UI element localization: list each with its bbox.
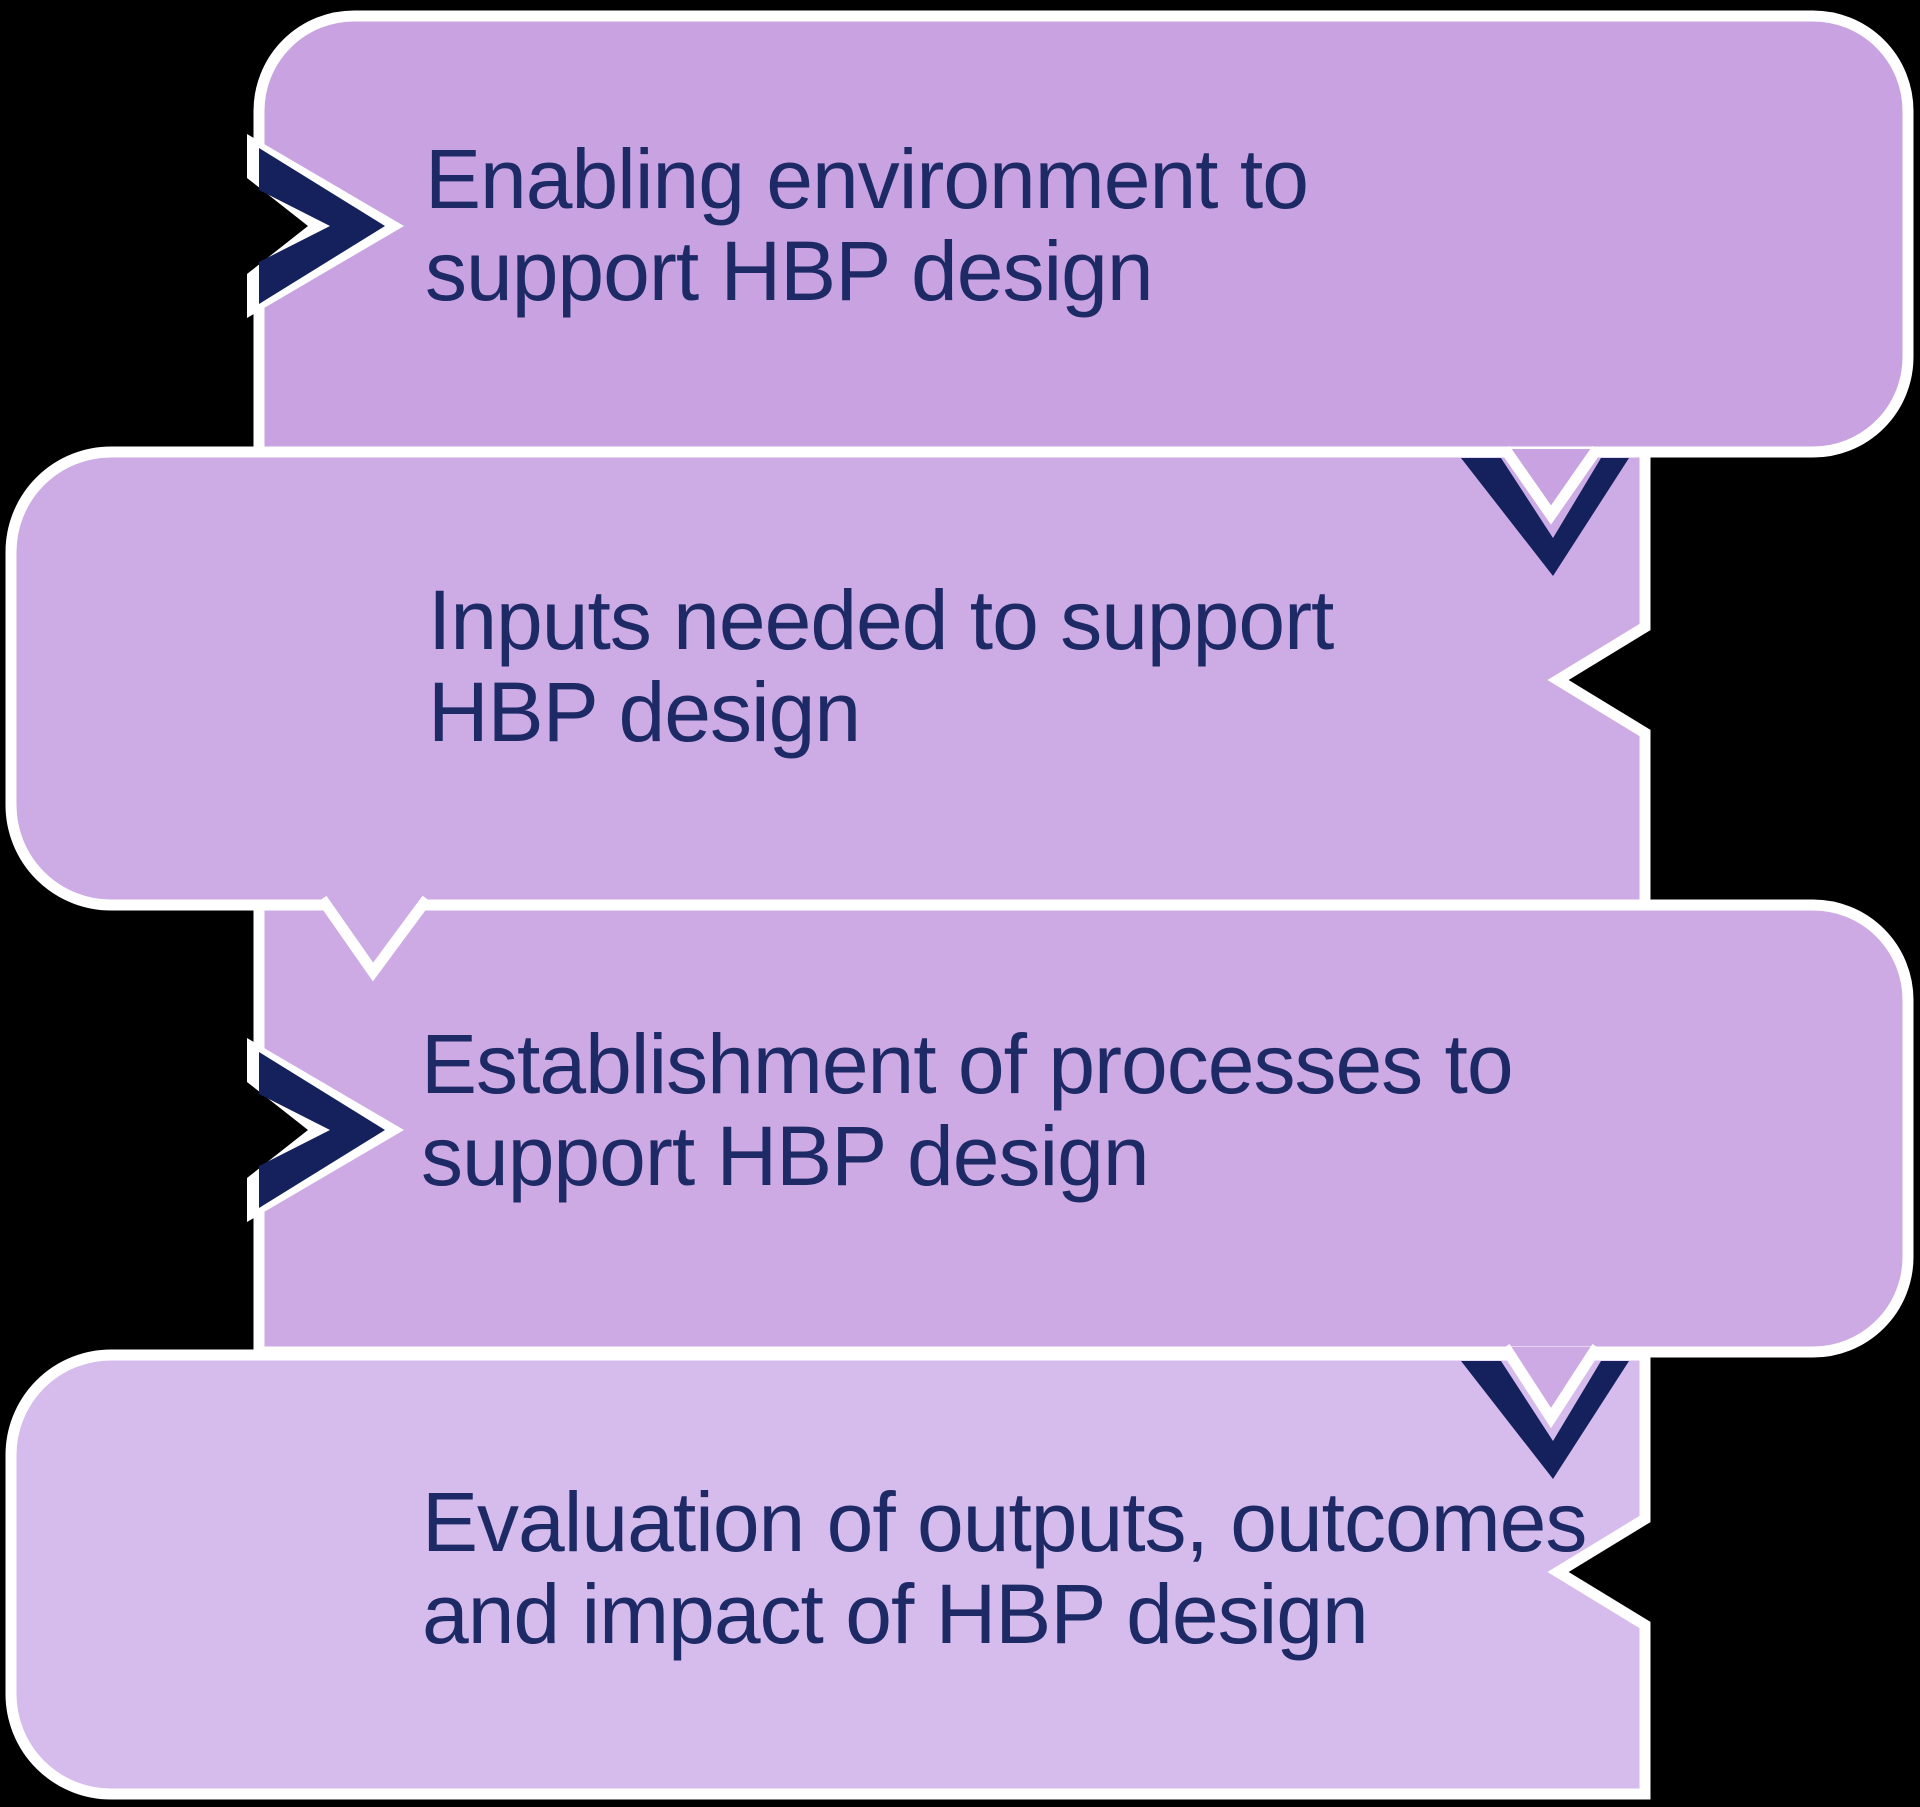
box-1-enabling-environment-shape <box>253 10 1914 458</box>
box-1-tail-pointer <box>1500 445 1602 525</box>
box-2-label-line-1: Inputs needed to support <box>428 573 1334 667</box>
box-4-label-line-2: and impact of HBP design <box>422 1567 1369 1661</box>
box-3-label-line-1: Establishment of processes to <box>421 1017 1514 1111</box>
box-2-tail-pointer <box>317 895 432 982</box>
box-4-label-line-1: Evaluation of outputs, outcomes <box>422 1475 1587 1569</box>
box-4-evaluation-shape <box>5 1349 1651 1800</box>
box-2-label-line-2: HBP design <box>428 665 861 759</box>
box-4-label: Evaluation of outputs, outcomes and impa… <box>422 1475 1587 1661</box>
box-3-label-line-2: support HBP design <box>421 1109 1150 1203</box>
chevron-right-2-icon <box>259 1052 385 1208</box>
box-1-label: Enabling environment to support HBP desi… <box>425 132 1309 318</box>
box-3-tail-pointer <box>1500 1344 1602 1429</box>
chevron-right-1-icon <box>259 148 385 304</box>
box-3-processes-shape <box>253 899 1914 1358</box>
box-1-label-line-1: Enabling environment to <box>425 132 1309 226</box>
box-2-label: Inputs needed to support HBP design <box>428 573 1334 759</box>
box-2-inputs-shape <box>5 446 1651 911</box>
box-3-label: Establishment of processes to support HB… <box>421 1017 1514 1203</box>
arrow-down-2-icon <box>1461 1361 1629 1479</box>
box-1-label-line-2: support HBP design <box>425 224 1154 318</box>
arrow-down-1-icon <box>1461 458 1629 576</box>
